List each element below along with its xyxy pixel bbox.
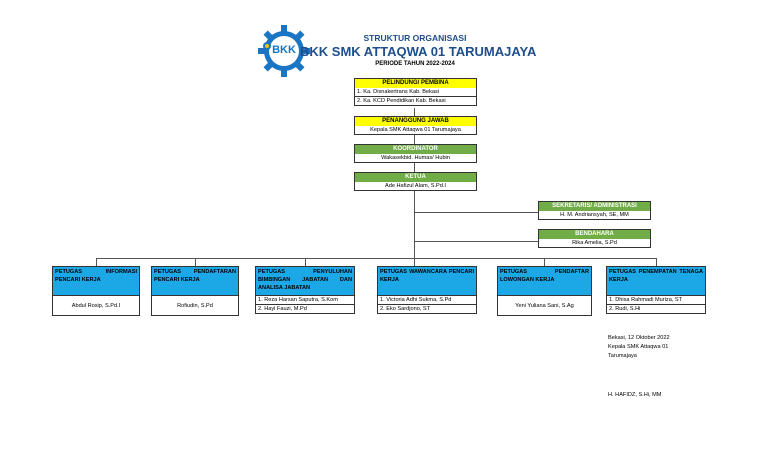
- connector-drop-6: [656, 258, 657, 266]
- connector-drop-2: [195, 258, 196, 266]
- pelindung-item-1: 1. Ka. Disnakertrans Kab. Bekasi: [354, 88, 477, 97]
- penanggung-jawab-name: Kepala SMK Attaqwa 01 Tarumajaya: [354, 126, 477, 135]
- signature-place-date: Bekasi, 12 Oktober 2022: [608, 335, 670, 341]
- connector-drop-5: [544, 258, 545, 266]
- connector-horizontal: [96, 258, 656, 259]
- petugas-penyuluhan-name-1: 1. Reza Harsan Saputra, S.Kom: [255, 296, 355, 305]
- petugas-lowongan-name: Yeni Yuliana Sani, S.Ag: [497, 296, 592, 316]
- petugas-lowongan-header: PETUGAS PENDAFTAR LOWONGAN KERJA: [497, 266, 592, 296]
- page-title: BKK SMK ATTAQWA 01 TARUMAJAYA: [300, 44, 537, 59]
- gear-icon: [258, 25, 310, 77]
- pelindung-item-2: 2. Ka. KCD Pendidikan Kab. Bekasi: [354, 97, 477, 106]
- petugas-penyuluhan-name-2: 2. Hayi Fauzi, M.Pd: [255, 305, 355, 314]
- signature-position-2: Tarumajaya: [608, 353, 637, 359]
- period: PERIODE TAHUN 2022-2024: [375, 61, 455, 67]
- bendahara-name: Rika Amelia, S.Pd: [538, 239, 651, 248]
- subtitle: STRUKTUR ORGANISASI: [363, 33, 467, 43]
- connector-drop-3: [305, 258, 306, 266]
- logo-text: BKK: [272, 44, 296, 56]
- petugas-penempatan-name-2: 2. Rudi, S.Hi: [606, 305, 706, 314]
- petugas-wawancara-name-2: 2. Eko Sardjono, ST: [377, 305, 477, 314]
- sekretaris-name: H. M. Andriansyah, SE, MM: [538, 211, 651, 220]
- petugas-penempatan-header: PETUGAS PENEMPATAN TENAGA KERJA: [606, 266, 706, 296]
- petugas-informasi-name: Abdul Rosip, S.Pd.I: [52, 296, 140, 316]
- connector-bendahara: [414, 241, 538, 242]
- petugas-wawancara-name-1: 1. Victoria Adhi Sukma, S.Pd: [377, 296, 477, 305]
- connector-drop-1: [96, 258, 97, 266]
- petugas-penyuluhan-header: PETUGAS PENYULUHAN BIMBINGAN JABATAN DAN…: [255, 266, 355, 296]
- petugas-pendaftaran-header: PETUGAS PENDAFTARAN PENCARI KERJA: [151, 266, 239, 296]
- koordinator-name: Wakasekbid. Humas/ Hubin: [354, 154, 477, 163]
- petugas-wawancara-header: PETUGAS WAWANCARA PENCARI KERJA: [377, 266, 477, 296]
- ketua-name: Ade Hafizul Alam, S.Pd.I: [354, 182, 477, 191]
- petugas-penempatan-name-1: 1. Dhisa Rahmadi Muriza, ST: [606, 296, 706, 305]
- connector-drop-4: [414, 258, 415, 266]
- bkk-logo: BKK: [255, 22, 313, 80]
- connector-sekretaris: [414, 212, 538, 213]
- petugas-informasi-header: PETUGAS INFORMASI PENCARI KERJA: [52, 266, 140, 296]
- signature-name: H. HAFIDZ, S.Hi, MM: [608, 392, 662, 398]
- signature-position-1: Kepala SMK Attaqwa 01: [608, 344, 669, 350]
- petugas-pendaftaran-name: Rofiudin, S.Pd: [151, 296, 239, 316]
